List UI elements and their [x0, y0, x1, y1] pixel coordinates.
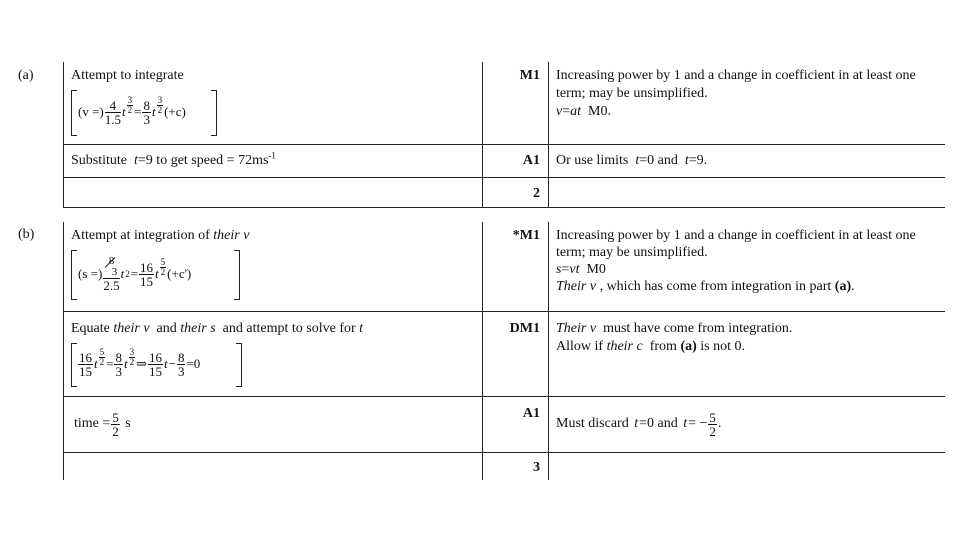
note-a1-line3: v=at M0. [556, 104, 611, 119]
table-a-divider-1 [482, 62, 483, 207]
working-b1-title: Attempt at integration of their v [71, 228, 250, 243]
bracket-left [71, 90, 77, 136]
note-b1-line4: Their v , which has come from integratio… [556, 279, 855, 294]
table-a-left-border [63, 62, 64, 207]
table-b-divider-1 [482, 222, 483, 480]
table-b-rule-2 [63, 396, 945, 397]
part-b-label: (b) [18, 227, 35, 242]
note-b1-line1: Increasing power by 1 and a change in co… [556, 228, 916, 243]
mark-a2: A1 [522, 153, 540, 168]
bracket-right [234, 250, 240, 300]
note-a2: Or use limits t=0 and t=9. [556, 153, 708, 168]
note-a1-line2: term; may be unsimplified. [556, 86, 708, 101]
table-a-rule-2 [63, 177, 945, 178]
note-b1-line2: term; may be unsimplified. [556, 245, 708, 260]
mark-b3: A1 [522, 406, 540, 421]
table-a-divider-2 [548, 62, 549, 207]
table-b-rule-3 [63, 452, 945, 453]
note-b1-line3: s=vt M0 [556, 262, 606, 277]
total-b: 3 [533, 460, 540, 475]
working-b2-title: Equate their v and their s and attempt t… [71, 321, 364, 336]
total-a: 2 [533, 186, 540, 201]
table-b-divider-2 [548, 222, 549, 480]
bracket-right [236, 343, 242, 387]
mark-b1: *M1 [512, 228, 540, 243]
working-a1-title: Attempt to integrate [71, 68, 184, 83]
note-b2-line2: Allow if their c from (a) is not 0. [556, 339, 746, 354]
mark-b2: DM1 [509, 321, 540, 336]
table-b-rule-1 [63, 311, 945, 312]
bracket-right [211, 90, 217, 136]
bracket-left [71, 250, 77, 300]
table-b-left-border [63, 222, 64, 480]
part-a-label: (a) [18, 68, 34, 83]
note-a1-line1: Increasing power by 1 and a change in co… [556, 68, 916, 83]
note-b2-line1: Their v must have come from integration. [556, 321, 793, 336]
table-a-rule-1 [63, 144, 945, 145]
table-a-rule-3 [63, 207, 945, 208]
mark-a1: M1 [519, 68, 540, 83]
working-a2: Substitute t=9 to get speed = 72ms-1 [71, 150, 276, 168]
bracket-left [71, 343, 77, 387]
